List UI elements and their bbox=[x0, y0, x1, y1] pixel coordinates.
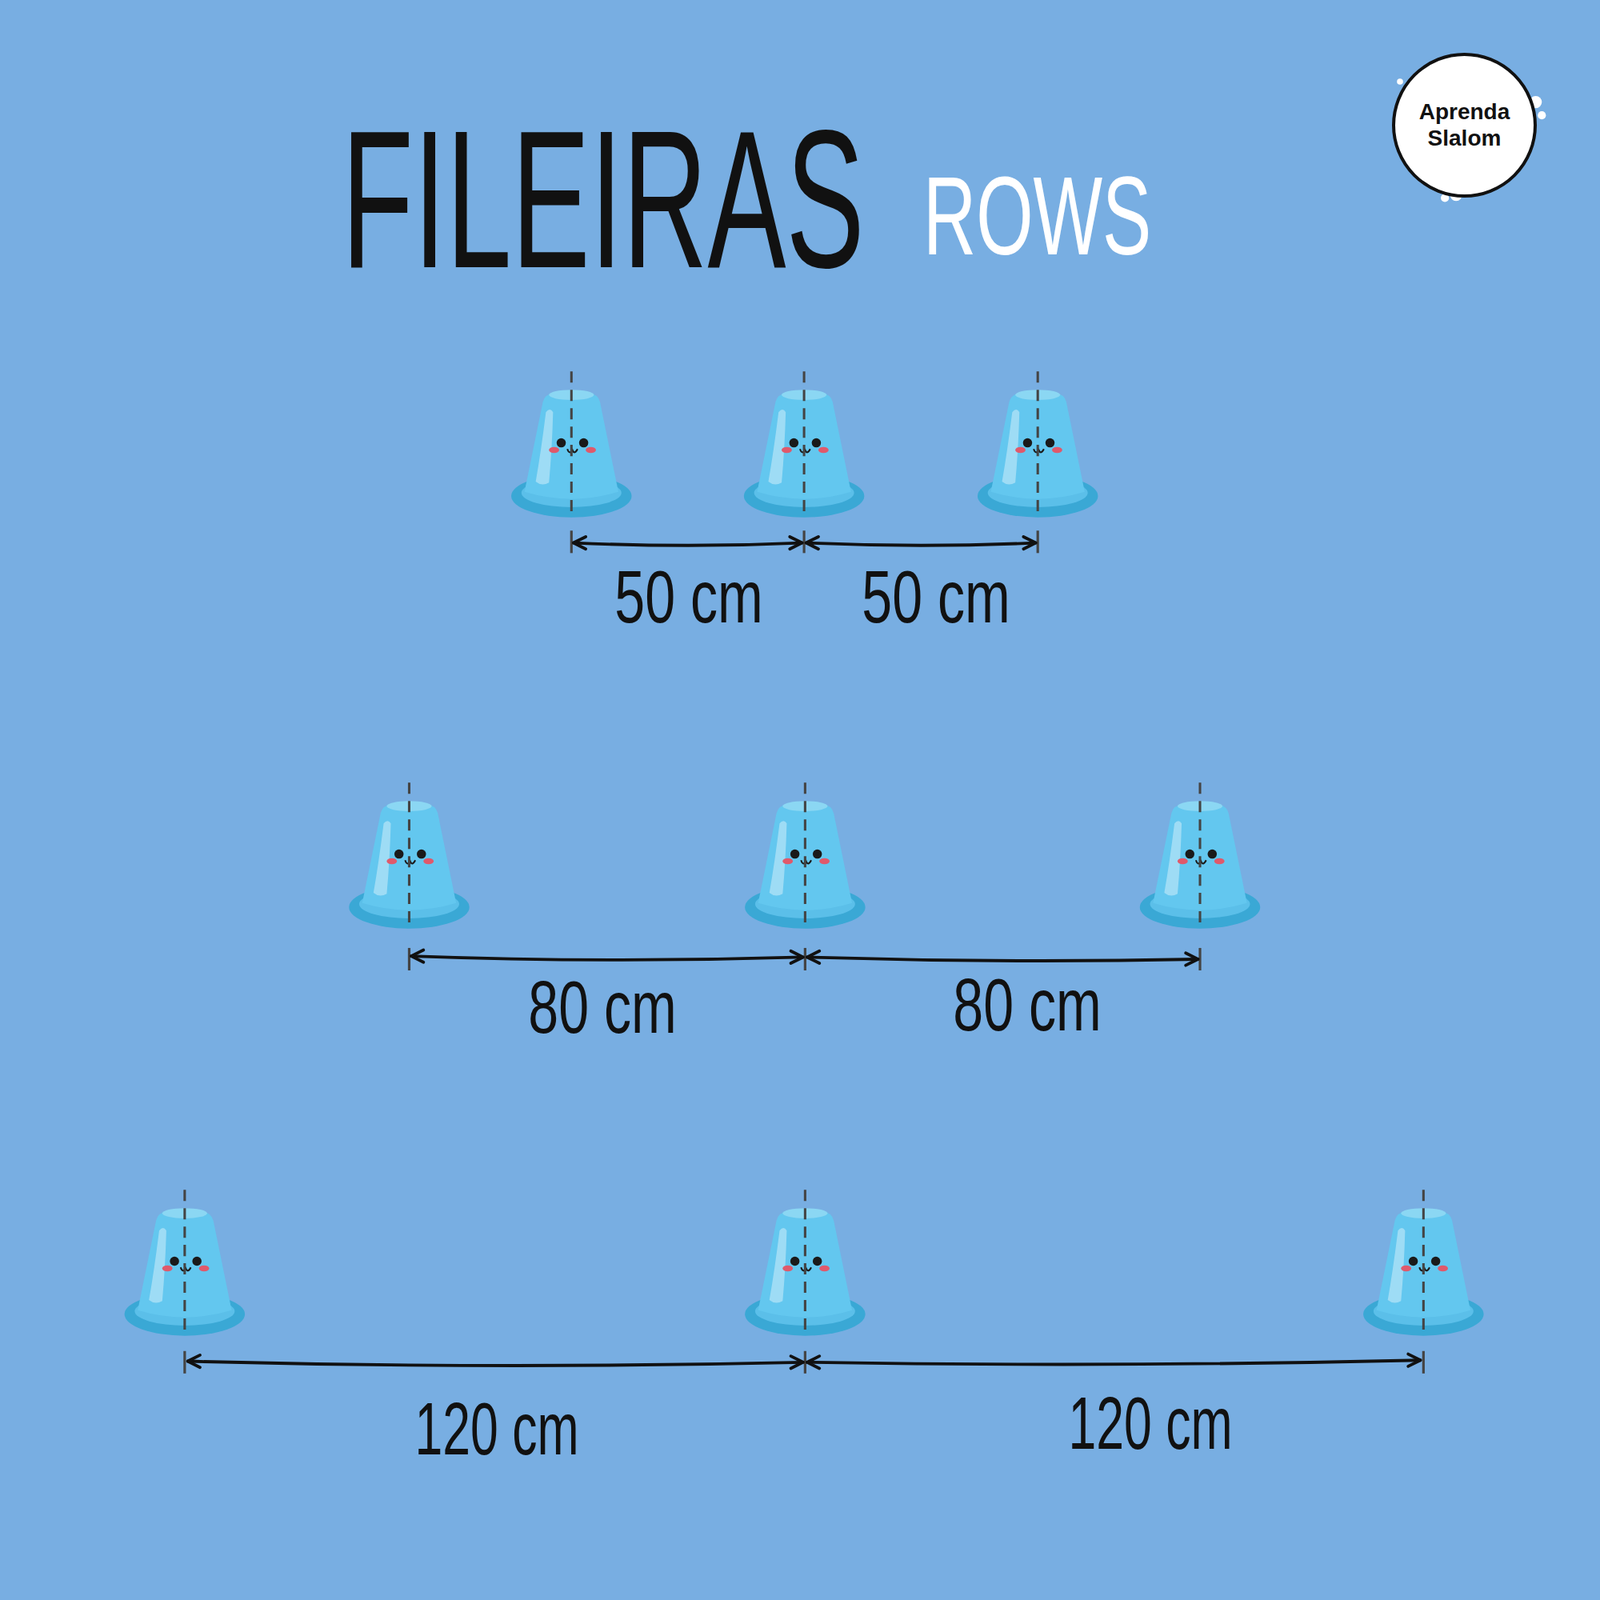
cone bbox=[744, 371, 865, 519]
dimension-arrow bbox=[411, 950, 1198, 966]
dimension-label: 50 cm bbox=[728, 560, 1144, 634]
dimension-label: 120 cm bbox=[960, 1386, 1341, 1460]
dimension-arrow bbox=[573, 536, 1036, 549]
dimension-ticks bbox=[184, 1351, 1424, 1374]
cone bbox=[744, 782, 866, 930]
logo-bubble bbox=[1537, 111, 1546, 120]
dimension-label: 120 cm bbox=[306, 1392, 688, 1466]
cone bbox=[511, 371, 632, 519]
logo-text: Aprenda Slalom bbox=[1412, 99, 1517, 151]
cone bbox=[744, 1189, 866, 1337]
cone bbox=[124, 1189, 246, 1337]
cone bbox=[1140, 782, 1261, 930]
dimension-label: 50 cm bbox=[481, 560, 896, 634]
node-text-group: Aprenda Slalom bbox=[1412, 99, 1517, 151]
dimension-ticks bbox=[408, 948, 1200, 971]
dimension-arrow bbox=[188, 1354, 1421, 1369]
dimension-label: 80 cm bbox=[820, 968, 1235, 1042]
subtitle: ROWS bbox=[923, 160, 1291, 272]
cone bbox=[348, 782, 470, 930]
cone bbox=[1363, 1189, 1484, 1337]
dimension-ticks bbox=[571, 530, 1038, 553]
logo-badge: Aprenda Slalom bbox=[1392, 52, 1537, 198]
cone bbox=[977, 371, 1099, 519]
logo-bubble bbox=[1396, 78, 1404, 85]
dimension-label: 80 cm bbox=[395, 970, 810, 1044]
title: FILEIRAS bbox=[341, 101, 865, 298]
